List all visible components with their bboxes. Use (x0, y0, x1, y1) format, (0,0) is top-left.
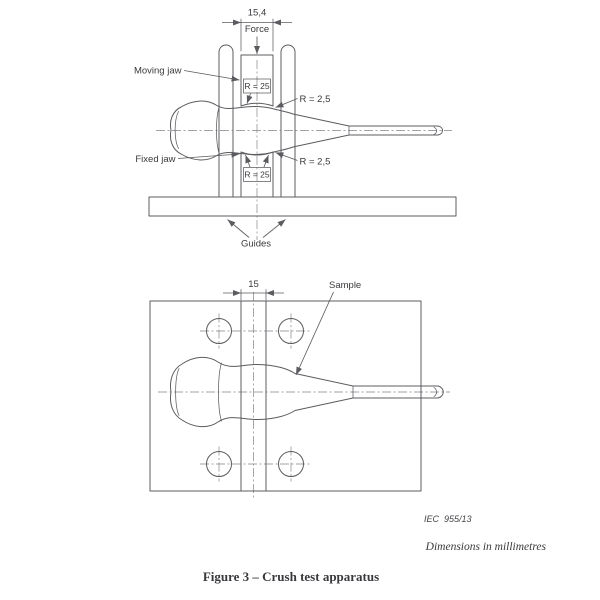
label-leader (295, 291, 334, 376)
label-leader (262, 219, 286, 238)
callout-leader (245, 154, 252, 168)
label-leader (183, 70, 240, 82)
iec-reference: IEC 955/13 (424, 514, 472, 524)
edge-radius-top-value: R = 2,5 (300, 94, 331, 105)
jaw-radius-top-callout: R = 25 (243, 78, 271, 104)
units-note: Dimensions in millimetres (425, 541, 547, 553)
moving-jaw-label: Moving jaw (134, 66, 182, 77)
cable-outline-plan (170, 356, 444, 428)
base-plate (148, 196, 457, 217)
cable-end-cap-side (433, 126, 437, 135)
force-label: Force (245, 24, 269, 35)
hole (206, 318, 232, 344)
edge-radius-bottom-callout: R = 2,5 (275, 152, 331, 168)
dimension-15-4-value: 15,4 (248, 8, 267, 19)
moving-jaw (240, 54, 274, 107)
cable-end-cap-plan (433, 387, 437, 397)
guides-label: Guides (241, 239, 271, 250)
guide-rod-right (280, 44, 296, 198)
fixed-jaw-label: Fixed jaw (135, 154, 175, 165)
guides-label-group: Guides (227, 219, 286, 250)
callout-box (243, 167, 271, 182)
cable-boot-ridge-1 (174, 111, 179, 149)
moving-jaw-label-group: Moving jaw (134, 66, 240, 82)
footer: IEC 955/13 Dimensions in millimetres Fig… (203, 514, 547, 584)
force-annotation: Force (245, 24, 269, 54)
callout-leader (275, 98, 298, 108)
cable-sample-plan (170, 356, 444, 428)
jaw-radius-bottom-callout: R = 25 (243, 154, 271, 182)
callout-leader (246, 93, 253, 104)
guide-rod-left (218, 44, 234, 198)
plan-view: 15 Sample (149, 279, 450, 500)
cable-boot-ridge-2 (218, 362, 222, 422)
guide-holes (200, 313, 310, 482)
dimension-15-value: 15 (248, 279, 259, 290)
cable-boot-ridge-2 (216, 105, 220, 155)
figure-caption: Figure 3 – Crush test apparatus (203, 569, 379, 584)
hole (206, 451, 232, 477)
jaw-radius-top-value: R = 25 (244, 81, 270, 91)
callout-box (243, 78, 271, 94)
cable-boot-ridge-1 (175, 368, 180, 416)
dimension-15-4: 15,4 (222, 8, 292, 52)
callout-leader (262, 154, 269, 168)
sample-label-group: Sample (295, 280, 361, 376)
sample-label: Sample (329, 280, 361, 291)
dimension-15: 15 (223, 279, 284, 301)
edge-radius-top-callout: R = 2,5 (275, 94, 331, 108)
mounting-plate (149, 300, 422, 492)
hole (278, 451, 304, 477)
hole (278, 318, 304, 344)
label-leader (177, 151, 240, 159)
callout-leader (275, 152, 298, 161)
fixed-jaw-label-group: Fixed jaw (135, 151, 240, 165)
jaw-radius-bottom-value: R = 25 (244, 170, 270, 180)
side-view: 15,4 Force R = 25 R = 25 R = 2,5 (134, 8, 457, 250)
edge-radius-bottom-value: R = 2,5 (300, 157, 331, 168)
label-leader (227, 219, 250, 238)
